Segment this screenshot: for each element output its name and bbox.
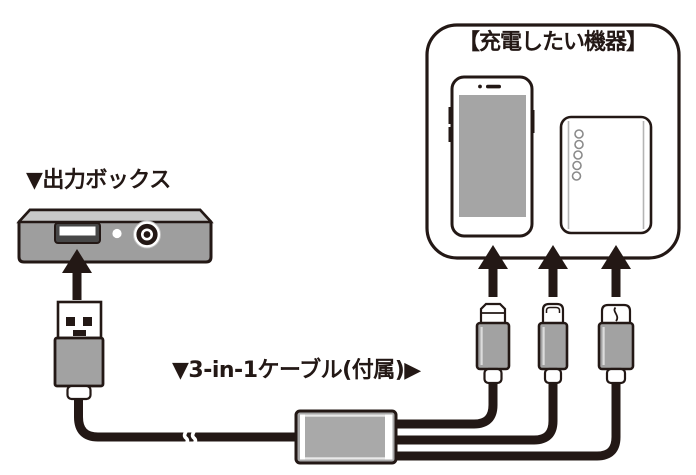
output-box-label: ▼出力ボックス: [26, 168, 171, 193]
battery-led-indicators: [571, 129, 584, 181]
hub-highlight-bottom: [305, 457, 385, 460]
micro-usb-strain-relief: [483, 367, 503, 385]
usb-a-strain-relief: [66, 384, 92, 401]
micro-usb-body-highlight: [480, 327, 483, 365]
arrow-to-device-2: [538, 245, 568, 297]
arrow-to-output-box: [62, 249, 92, 300]
usb-a-contact-1: [66, 317, 75, 326]
smartphone: [448, 75, 535, 238]
hub-cap-right: [385, 414, 393, 460]
output-box: [16, 208, 214, 264]
arrow-to-device-3: [601, 245, 631, 297]
devices-title: 【充電したい機器】: [457, 30, 648, 55]
hub-cap-left: [300, 414, 305, 460]
usb-a-contact-2: [83, 317, 92, 326]
arrows: [62, 245, 631, 300]
cable-run: [74, 396, 300, 442]
lightning-tip: [541, 302, 565, 327]
usb-c-strain-relief: [605, 367, 627, 385]
dc-jack: [133, 220, 161, 249]
lightning-strain-relief: [543, 367, 563, 385]
phone-earpiece: [486, 84, 501, 89]
hub-highlight-top: [305, 414, 385, 417]
phone-camera-dot: [478, 84, 482, 89]
phone-screen: [459, 95, 526, 217]
cable-break-mark: [182, 422, 198, 454]
micro-usb-plug: [475, 302, 511, 385]
main-cable: [74, 396, 300, 454]
usb-a-plug: [53, 300, 105, 401]
branch-cable-3: [392, 380, 621, 461]
led-indicator: [112, 228, 122, 239]
usb-a-port-slot: [59, 226, 96, 236]
usb-c-plug: [597, 303, 635, 385]
branch-cable-1: [392, 380, 498, 429]
usb-a-contact-3: [73, 330, 86, 336]
splitter-hub: [294, 409, 398, 465]
lightning-plug: [537, 302, 569, 385]
hub-body: [294, 409, 398, 465]
branch-cable-2: [392, 380, 558, 445]
lightning-body-highlight: [542, 327, 545, 365]
usb-c-body-highlight: [602, 327, 605, 365]
cable-label: ▼3-in-1ケーブル(付属)▶: [172, 358, 421, 383]
arrow-to-device-1: [478, 245, 508, 297]
branch-cables: [392, 380, 621, 461]
usb-c-tip-detail: [613, 306, 619, 322]
usb-a-body: [53, 336, 105, 388]
output-box-top: [16, 208, 214, 224]
mobile-battery: [559, 115, 653, 235]
lightning-tip-detail: [545, 306, 561, 313]
